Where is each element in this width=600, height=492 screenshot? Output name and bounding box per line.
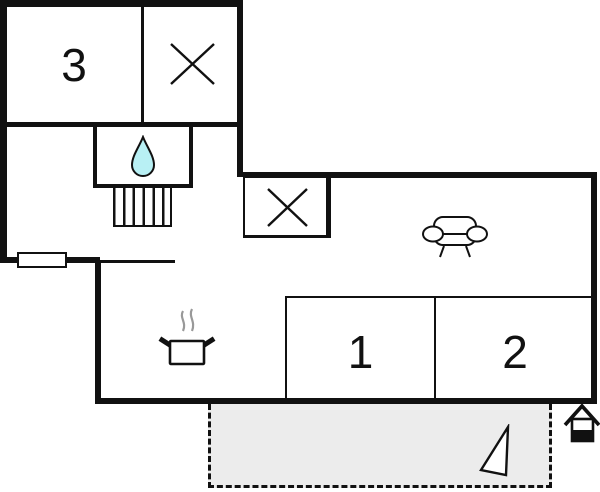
room-2-label: 2 [502,326,528,378]
window-cross-icon [267,188,308,227]
room-1 [285,296,436,400]
water-drop-icon [130,134,156,177]
window-cross-icon [170,43,215,85]
bathroom-box [93,123,193,188]
entrance-house-icon [563,403,600,443]
wall-top [0,0,243,7]
stairs-icon [113,188,172,227]
room-3-label: 3 [61,38,87,91]
sofa-icon [422,216,488,258]
cooking-pot-icon [158,308,216,366]
wall-ledge-line [100,260,175,263]
wall-main-left [95,260,101,404]
wall-upper-right [237,0,243,177]
wall-left [0,0,7,263]
wall-main-right [591,172,597,404]
room-2 [436,296,594,400]
north-triangle-icon [479,424,510,477]
room-1-label: 1 [347,326,374,378]
wall-main-bottom [95,398,597,404]
window-marker [17,252,67,268]
wall-room3-divider [141,7,144,122]
wall-main-top [243,172,597,178]
